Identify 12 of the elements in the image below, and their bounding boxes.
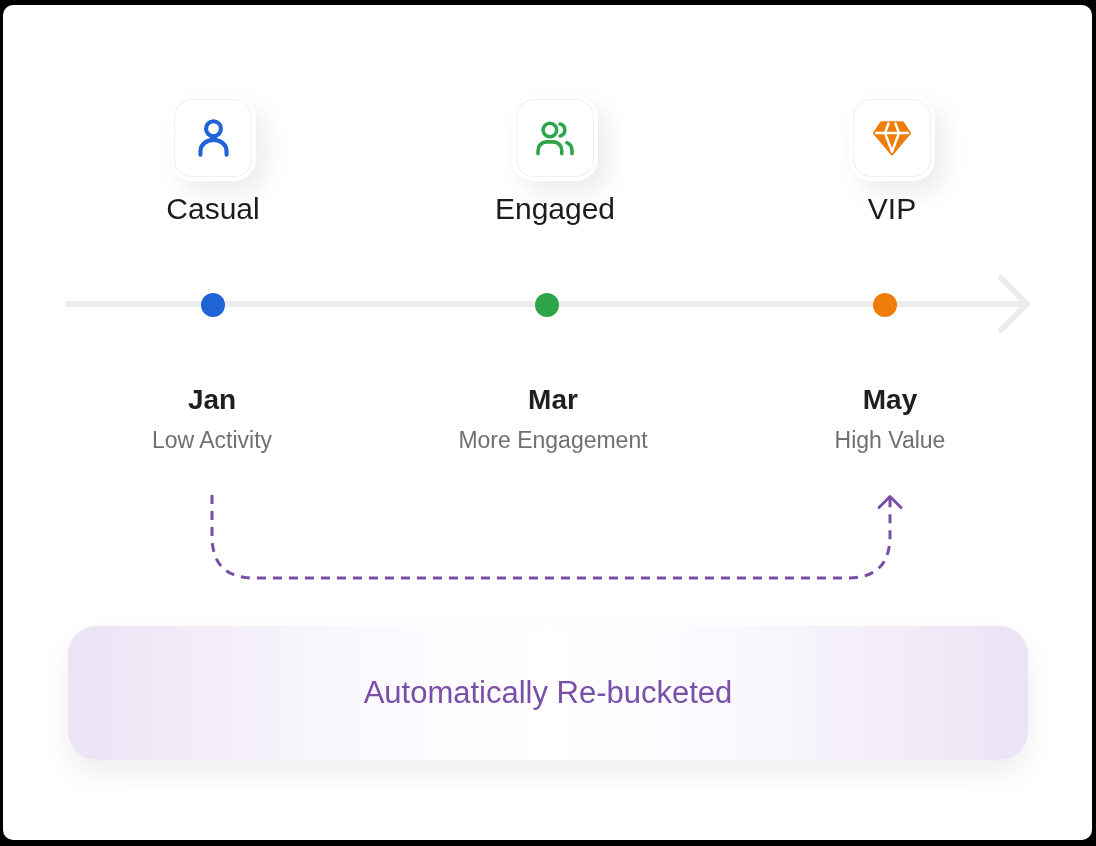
- activity-description: High Value: [834, 426, 946, 454]
- stage-heading: Engaged: [494, 191, 616, 227]
- activity-description: More Engagement: [458, 426, 648, 454]
- dashed-arrow: [210, 495, 903, 580]
- month-label: Mar: [528, 383, 578, 417]
- summary-banner: [68, 626, 1028, 760]
- stage-heading: Casual: [166, 191, 260, 227]
- month-label: Jan: [187, 383, 237, 417]
- banner-text: Automatically Re-bucketed: [363, 674, 733, 712]
- stage-heading: VIP: [867, 191, 917, 227]
- activity-description: Low Activity: [151, 426, 273, 454]
- month-label: May: [862, 383, 918, 417]
